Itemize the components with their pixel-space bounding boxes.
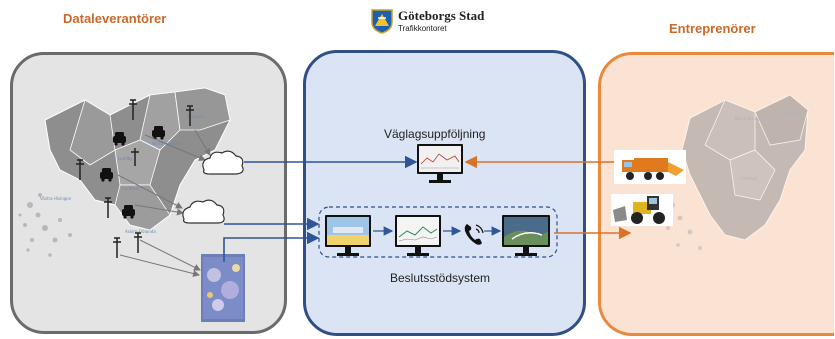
- svg-text:Norra Hisingen: Norra Hisingen: [735, 116, 765, 121]
- radar-map-icon: [201, 254, 245, 322]
- left-city-map: Angered Norra Hisingen Lundby Centrum As…: [18, 87, 231, 257]
- decision-support-frame: [318, 206, 558, 258]
- road-condition-monitoring-label: Väglagsuppföljning: [384, 127, 486, 141]
- blue-arrows: [223, 155, 418, 262]
- city-logo-icon: [371, 9, 393, 34]
- cloud-icon: [182, 150, 244, 224]
- decision-support-system-label: Beslutsstödsystem: [390, 271, 491, 285]
- svg-text:Centrum: Centrum: [122, 186, 140, 191]
- svg-text:Centrum: Centrum: [740, 176, 758, 181]
- phone-icon: [464, 224, 484, 245]
- heading-contractors: Entreprenörer: [669, 21, 756, 36]
- svg-text:Askim-Frölunda: Askim-Frölunda: [125, 229, 156, 234]
- monitor-icon: [325, 215, 371, 256]
- weather-station-icon: [76, 99, 194, 258]
- city-logo: Göteborgs Stad Trafikkontoret: [370, 6, 500, 42]
- snowplow-truck-icon: [614, 150, 686, 184]
- svg-text:Angered: Angered: [187, 114, 204, 119]
- svg-text:Angered: Angered: [780, 111, 797, 116]
- monitor-icon: [417, 144, 463, 183]
- orange-arrows: [464, 155, 632, 240]
- traffic-office-panel: [303, 50, 586, 336]
- svg-text:Västra Hisingen: Västra Hisingen: [40, 196, 72, 201]
- svg-text:Lundby: Lundby: [118, 156, 133, 161]
- svg-text:Norra Hisingen: Norra Hisingen: [152, 141, 182, 146]
- monitor-icon: [395, 215, 441, 256]
- road-sensor-car-icon: [100, 126, 165, 219]
- logo-subtitle: Trafikkontoret: [398, 24, 447, 33]
- feeder-arrows: [117, 129, 211, 277]
- wheel-loader-icon: [611, 194, 673, 226]
- logo-title: Göteborgs Stad: [398, 8, 485, 23]
- monitor-icon: [502, 215, 550, 256]
- heading-data-suppliers: Dataleverantörer: [63, 11, 167, 26]
- right-city-map: Angered Norra Hisingen Centrum: [666, 94, 809, 250]
